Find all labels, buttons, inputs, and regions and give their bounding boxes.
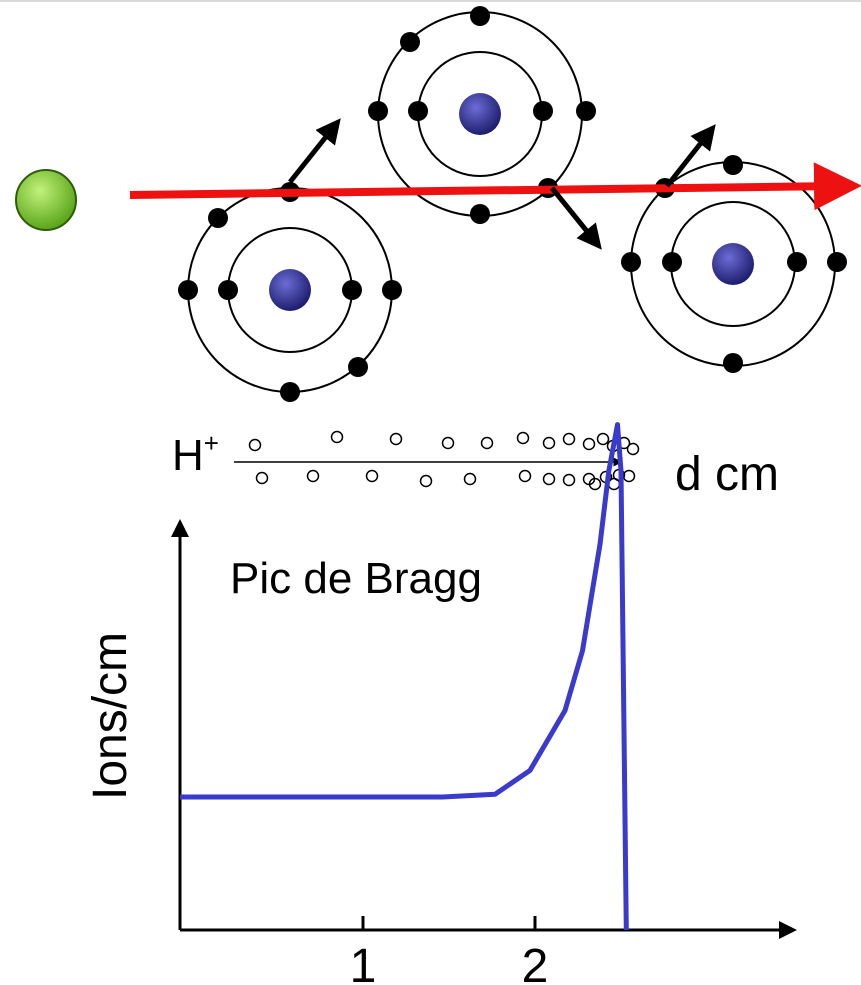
ion-marker: [255, 471, 269, 485]
ion-marker: [389, 432, 403, 446]
ion-marker: [365, 469, 379, 483]
distance-label: d cm: [675, 448, 779, 501]
electron: [280, 382, 300, 402]
ion-marker: [626, 442, 640, 456]
electron: [408, 101, 428, 121]
y-axis-label: Ions/cm: [84, 632, 137, 800]
ion-marker: [330, 430, 344, 444]
electron: [342, 280, 362, 300]
ion-markers: [248, 430, 640, 491]
electron: [470, 6, 490, 26]
ejected-electron-arrow: [550, 186, 602, 250]
ion-marker: [516, 431, 530, 445]
ion-marker: [518, 469, 532, 483]
electron: [470, 204, 490, 224]
electron: [368, 101, 388, 121]
ion-marker: [542, 436, 556, 450]
ion-marker: [596, 432, 610, 446]
ion-marker: [480, 436, 494, 450]
electron: [723, 155, 743, 175]
electron: [348, 357, 368, 377]
electron: [218, 280, 238, 300]
ion-marker: [542, 472, 556, 486]
ejected-electron-arrow: [665, 124, 716, 188]
ion-marker: [463, 472, 477, 486]
ejected-electron-arrow: [288, 118, 341, 184]
electron: [787, 252, 807, 272]
x-tick-label: 2: [522, 940, 549, 985]
proton-track-arrow: [129, 162, 861, 211]
electron: [178, 280, 198, 300]
electron: [533, 101, 553, 121]
electron: [827, 252, 847, 272]
electron: [400, 32, 420, 52]
nucleus: [459, 93, 501, 135]
ion-marker: [562, 432, 576, 446]
ion-marker: [441, 436, 455, 450]
ion-marker: [306, 469, 320, 483]
x-tick-label: 1: [350, 940, 377, 985]
nucleus: [712, 243, 754, 285]
electron: [723, 353, 743, 373]
ion-symbol: H+: [172, 428, 219, 480]
ion-marker: [582, 437, 596, 451]
atom-right: [621, 155, 847, 373]
electron: [621, 252, 641, 272]
ionization-curve: [180, 422, 629, 931]
atom-left: [178, 182, 402, 402]
incoming-particle: [15, 169, 77, 231]
bragg-peak-label: Pic de Bragg: [230, 554, 482, 603]
ion-marker: [248, 438, 262, 452]
ion-marker: [562, 473, 576, 487]
ion-marker: [588, 477, 602, 491]
electron: [576, 101, 596, 121]
ion-marker: [419, 474, 433, 488]
electron: [208, 208, 228, 228]
electron: [382, 280, 402, 300]
electron: [662, 252, 682, 272]
top-border: [0, 0, 861, 2]
nucleus: [269, 269, 311, 311]
